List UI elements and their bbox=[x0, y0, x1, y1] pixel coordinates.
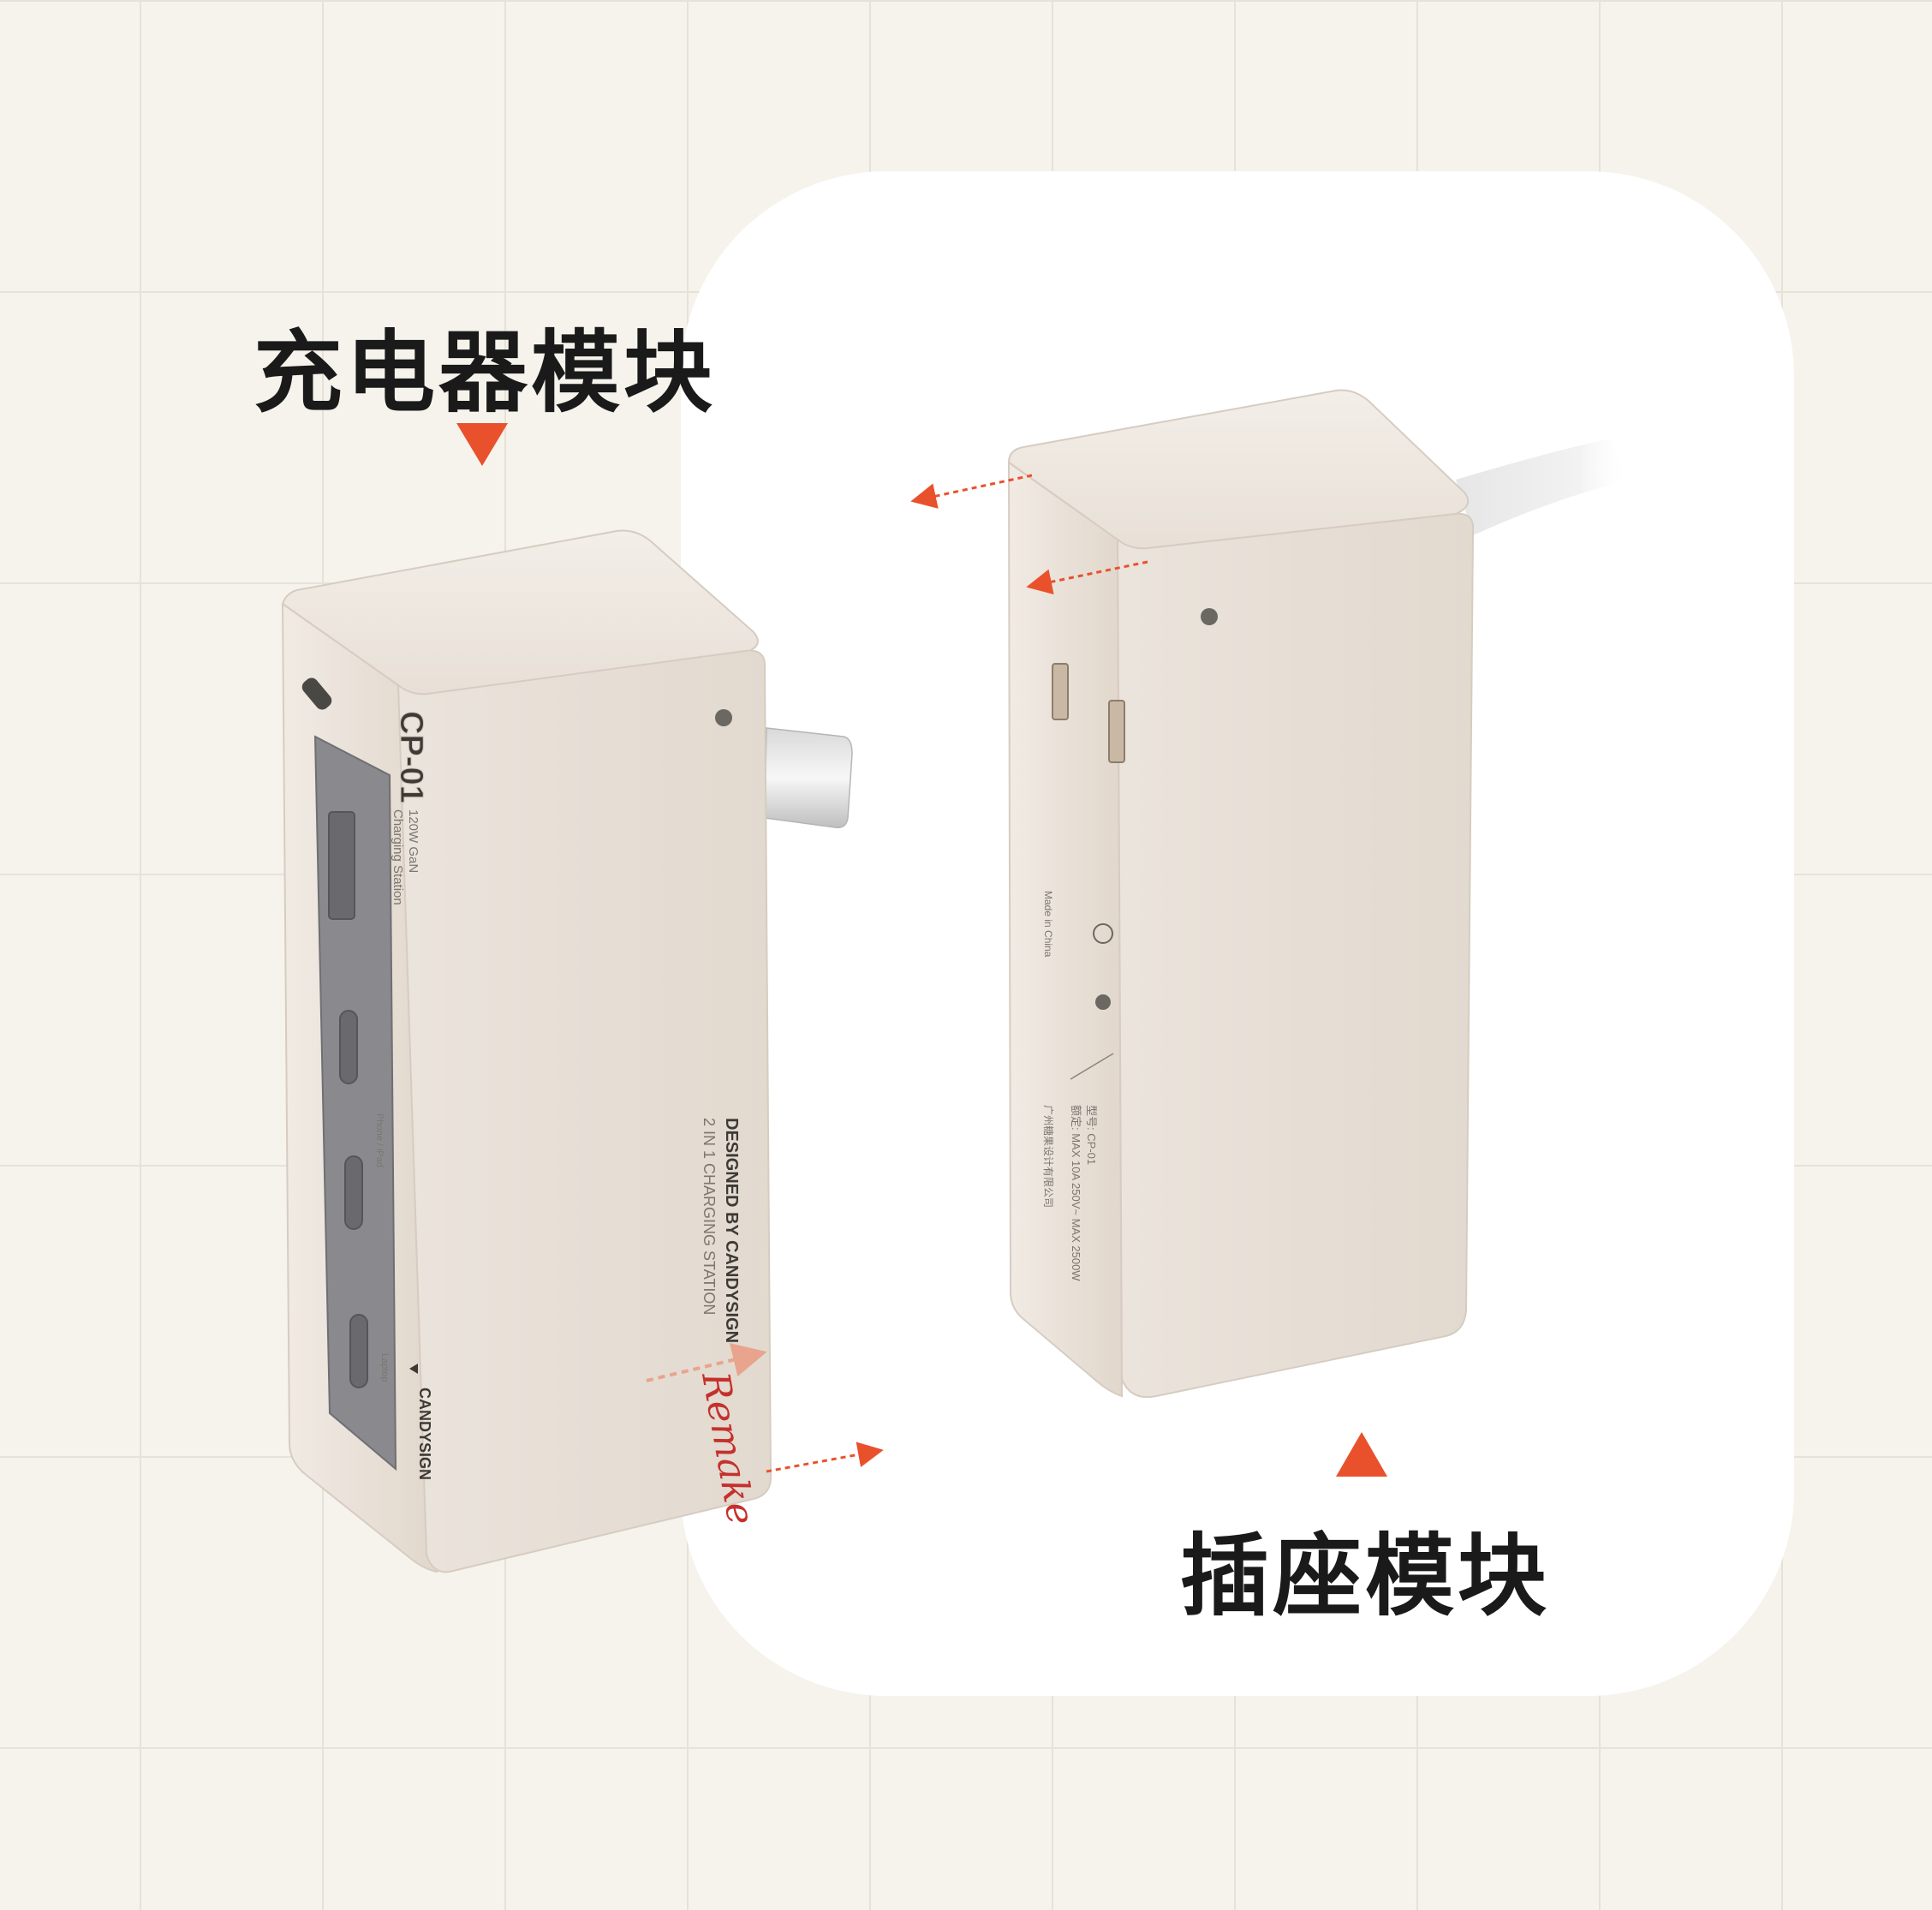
cert-mark-icon bbox=[1093, 923, 1113, 944]
socket-print-divider bbox=[1070, 1053, 1114, 1080]
outlet-slot-left bbox=[1052, 663, 1069, 720]
charger-front-face bbox=[397, 649, 772, 1573]
socket-rating-text: 额定: MAX 10A 250V~ MAX 2500W bbox=[1070, 1105, 1082, 1281]
candysign-brand-text: CANDYSIGN bbox=[416, 1388, 433, 1480]
up-triangle-icon bbox=[1336, 1432, 1387, 1477]
charger-arrow-red bbox=[766, 1441, 884, 1473]
down-triangle-icon bbox=[456, 423, 508, 466]
plug-prong bbox=[764, 727, 853, 829]
candysign-logo-icon bbox=[409, 1364, 418, 1374]
socket-front-face bbox=[1116, 512, 1475, 1398]
socket-arrow-lower bbox=[1026, 560, 1148, 595]
socket-arrow-upper bbox=[910, 474, 1033, 509]
power-cable bbox=[1456, 439, 1631, 535]
usb-a-port bbox=[328, 811, 355, 920]
charger-indicator-dot bbox=[715, 709, 732, 726]
charger-module-label: 充电器模块 bbox=[253, 320, 717, 425]
socket-made-in-text: Made in China bbox=[1042, 891, 1054, 958]
charging-station-subtitle: 2 IN 1 CHARGING STATION bbox=[701, 1118, 718, 1315]
socket-module-label: 插座模块 bbox=[1180, 1524, 1551, 1628]
charger-model-text: CP-01 bbox=[393, 711, 429, 803]
usb-c-port-2 bbox=[344, 1155, 363, 1230]
designed-by-text: DESIGNED BY CANDYSIGN bbox=[722, 1118, 741, 1343]
charger-module: Phone / iPad Laptop CP-01 120W GaN Charg… bbox=[281, 529, 884, 1573]
socket-indicator-dot bbox=[1201, 608, 1218, 625]
usb-c-port-3 bbox=[349, 1314, 368, 1388]
socket-module: 型号: CP-01 额定: MAX 10A 250V~ MAX 2500W Ma… bbox=[910, 389, 1631, 1398]
charger-arrow-pink bbox=[646, 1343, 767, 1382]
socket-company-text: 广州糖果设计有限公司 bbox=[1042, 1105, 1055, 1208]
charger-spec-line2: Charging Station bbox=[391, 809, 405, 905]
charger-spec-line1: 120W GaN bbox=[406, 809, 420, 873]
socket-model-text: 型号: CP-01 bbox=[1085, 1105, 1098, 1165]
recycle-mark-icon bbox=[1095, 994, 1111, 1010]
port-hint-phone: Phone / iPad bbox=[374, 1113, 385, 1167]
socket-side-face bbox=[1007, 461, 1124, 1398]
port-hint-laptop: Laptop bbox=[379, 1353, 390, 1382]
usb-c-port-1 bbox=[339, 1010, 358, 1084]
outlet-slot-right bbox=[1108, 700, 1125, 763]
small-usbc-port bbox=[301, 677, 332, 710]
